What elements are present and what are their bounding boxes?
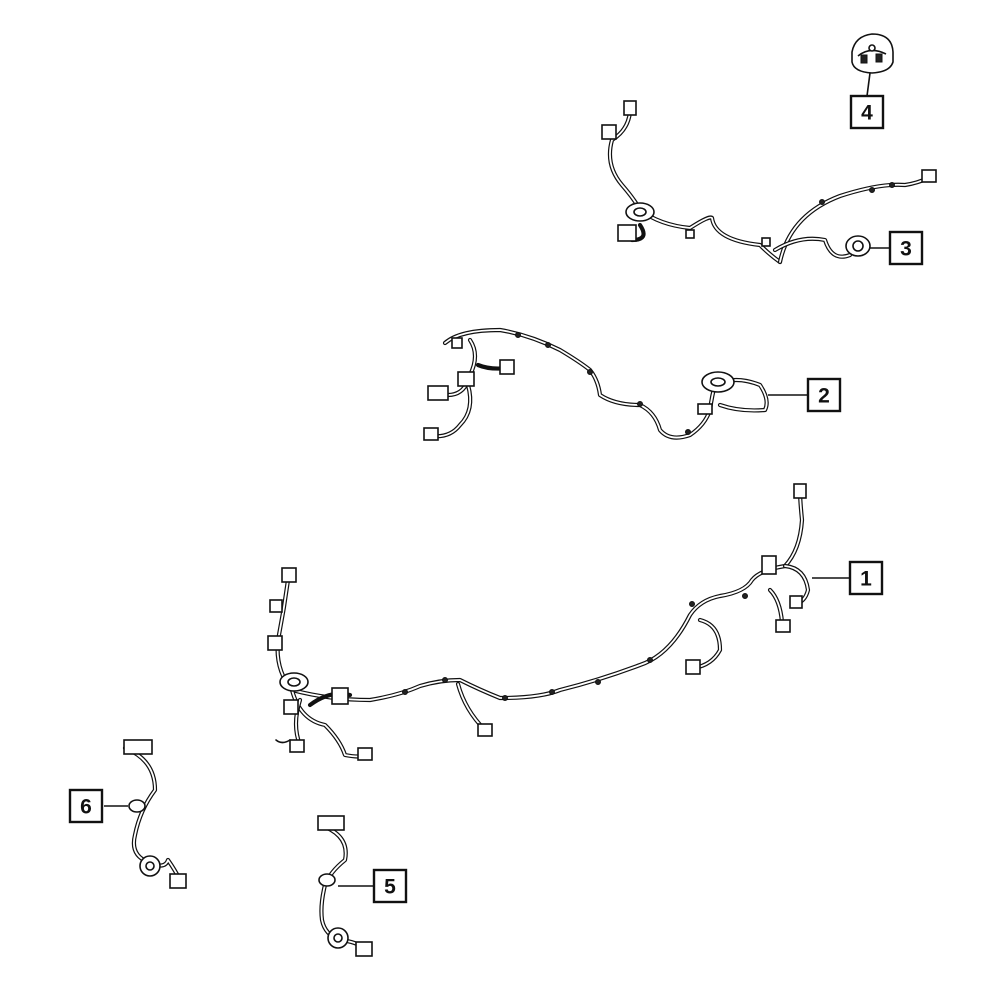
callout-2[interactable]: 2 [806, 377, 842, 413]
callout-2-label: 2 [818, 385, 830, 408]
callout-3-label: 3 [900, 238, 912, 261]
part-3-harness[interactable] [601, 100, 937, 265]
callout-6-label: 6 [80, 796, 92, 819]
callout-3[interactable]: 3 [888, 230, 924, 266]
part-1-harness[interactable] [267, 483, 811, 761]
part-6-harness[interactable] [122, 739, 187, 889]
connector-icon [623, 100, 637, 116]
part-2-harness[interactable] [423, 327, 769, 441]
connector-icon [123, 739, 153, 755]
callout-4[interactable]: 4 [849, 94, 885, 130]
callout-6[interactable]: 6 [68, 788, 104, 824]
part-5-harness[interactable] [317, 815, 373, 957]
callout-5-label: 5 [384, 876, 396, 899]
callout-5[interactable]: 5 [372, 868, 408, 904]
part-4-grommet[interactable] [851, 33, 894, 74]
callout-4-label: 4 [861, 102, 873, 125]
callout-1[interactable]: 1 [848, 560, 884, 596]
callout-4-leader [866, 72, 871, 97]
callout-1-label: 1 [860, 568, 872, 591]
